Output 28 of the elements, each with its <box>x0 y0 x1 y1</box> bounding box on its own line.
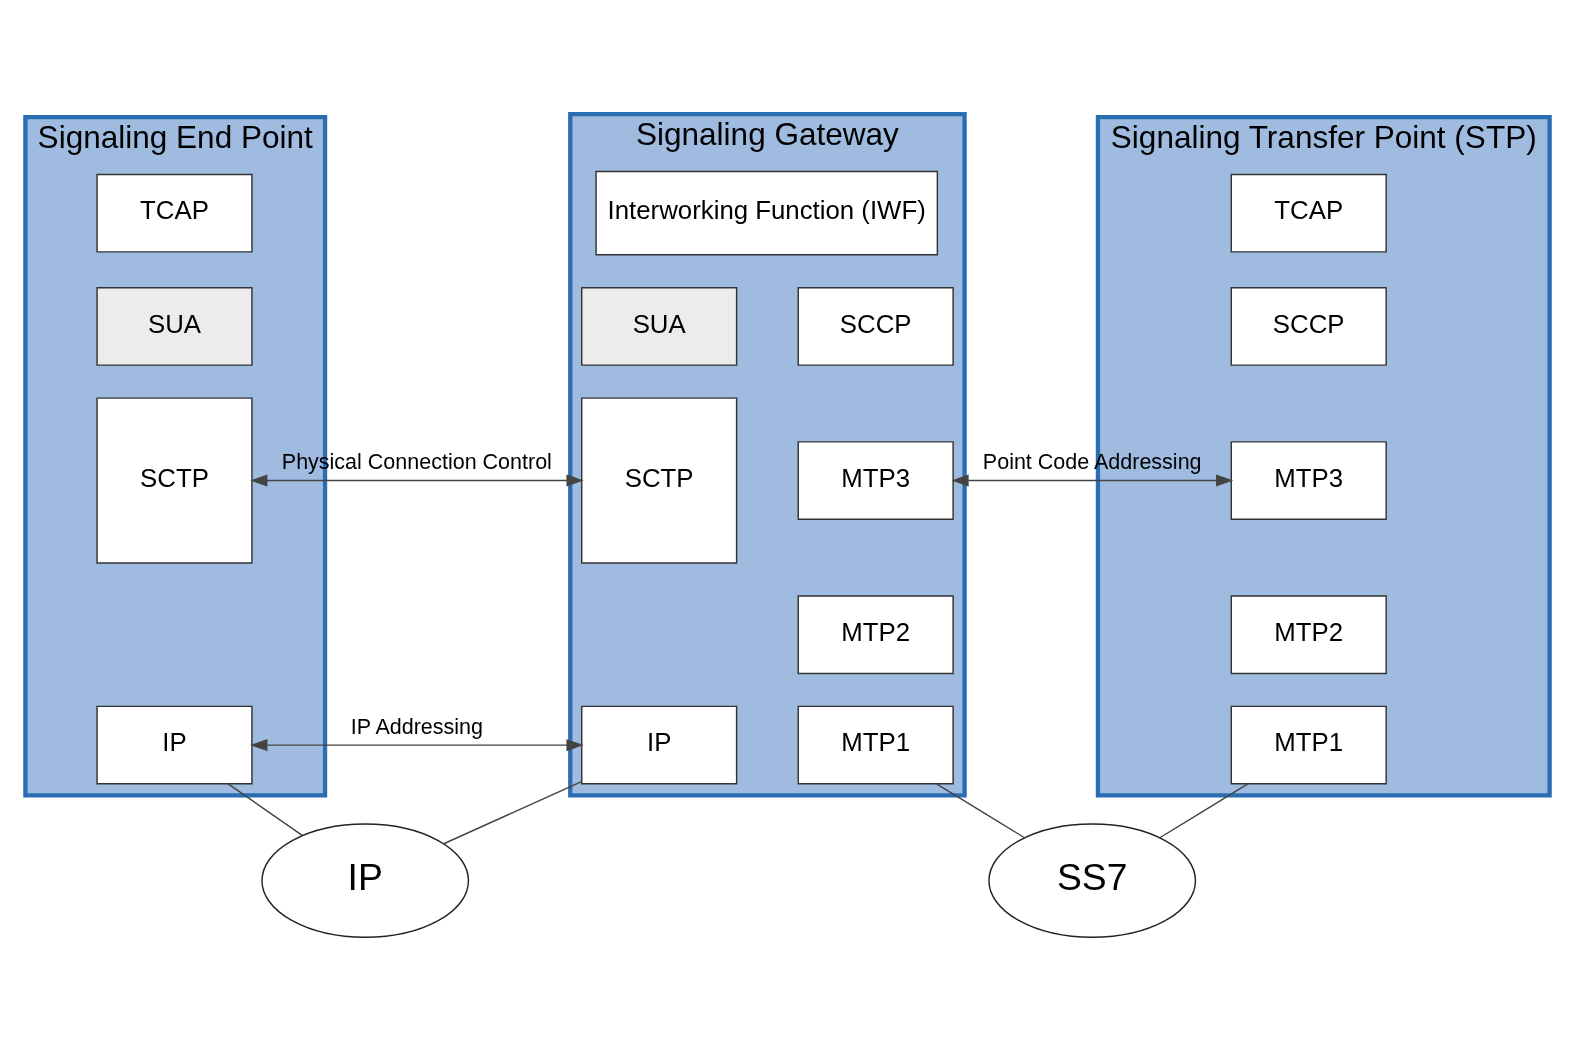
connector <box>227 783 304 837</box>
arrow <box>951 474 1234 487</box>
arrow <box>250 739 584 752</box>
node-box: SUA <box>96 287 253 366</box>
connector <box>935 783 1026 839</box>
node-ellipse: IP <box>261 823 470 938</box>
node-box: SCTP <box>96 397 253 564</box>
node-box: MTP1 <box>797 705 954 785</box>
node-box: MTP3 <box>1230 441 1387 520</box>
node-box: IP <box>581 705 738 785</box>
node-box: TCAP <box>1230 173 1387 253</box>
node-box: MTP2 <box>1230 595 1387 675</box>
node-box: SUA <box>581 287 738 366</box>
node-box: SCTP <box>581 397 738 564</box>
node-box: MTP2 <box>797 595 954 675</box>
node-box: MTP1 <box>1230 705 1387 785</box>
arrow <box>250 474 584 487</box>
edge-label: Point Code Addressing <box>982 450 1202 475</box>
node-ellipse: SS7 <box>988 823 1197 938</box>
edge-label: Physical Connection Control <box>281 450 552 475</box>
node-box: IP <box>96 705 253 785</box>
node-box: MTP3 <box>797 441 954 520</box>
node-box: SCCP <box>1230 287 1387 366</box>
node-box: TCAP <box>96 173 253 253</box>
node-box: Interworking Function (IWF) <box>595 170 939 256</box>
node-box: SCCP <box>797 287 954 366</box>
connector <box>443 780 583 845</box>
edge-label: IP Addressing <box>350 714 483 739</box>
